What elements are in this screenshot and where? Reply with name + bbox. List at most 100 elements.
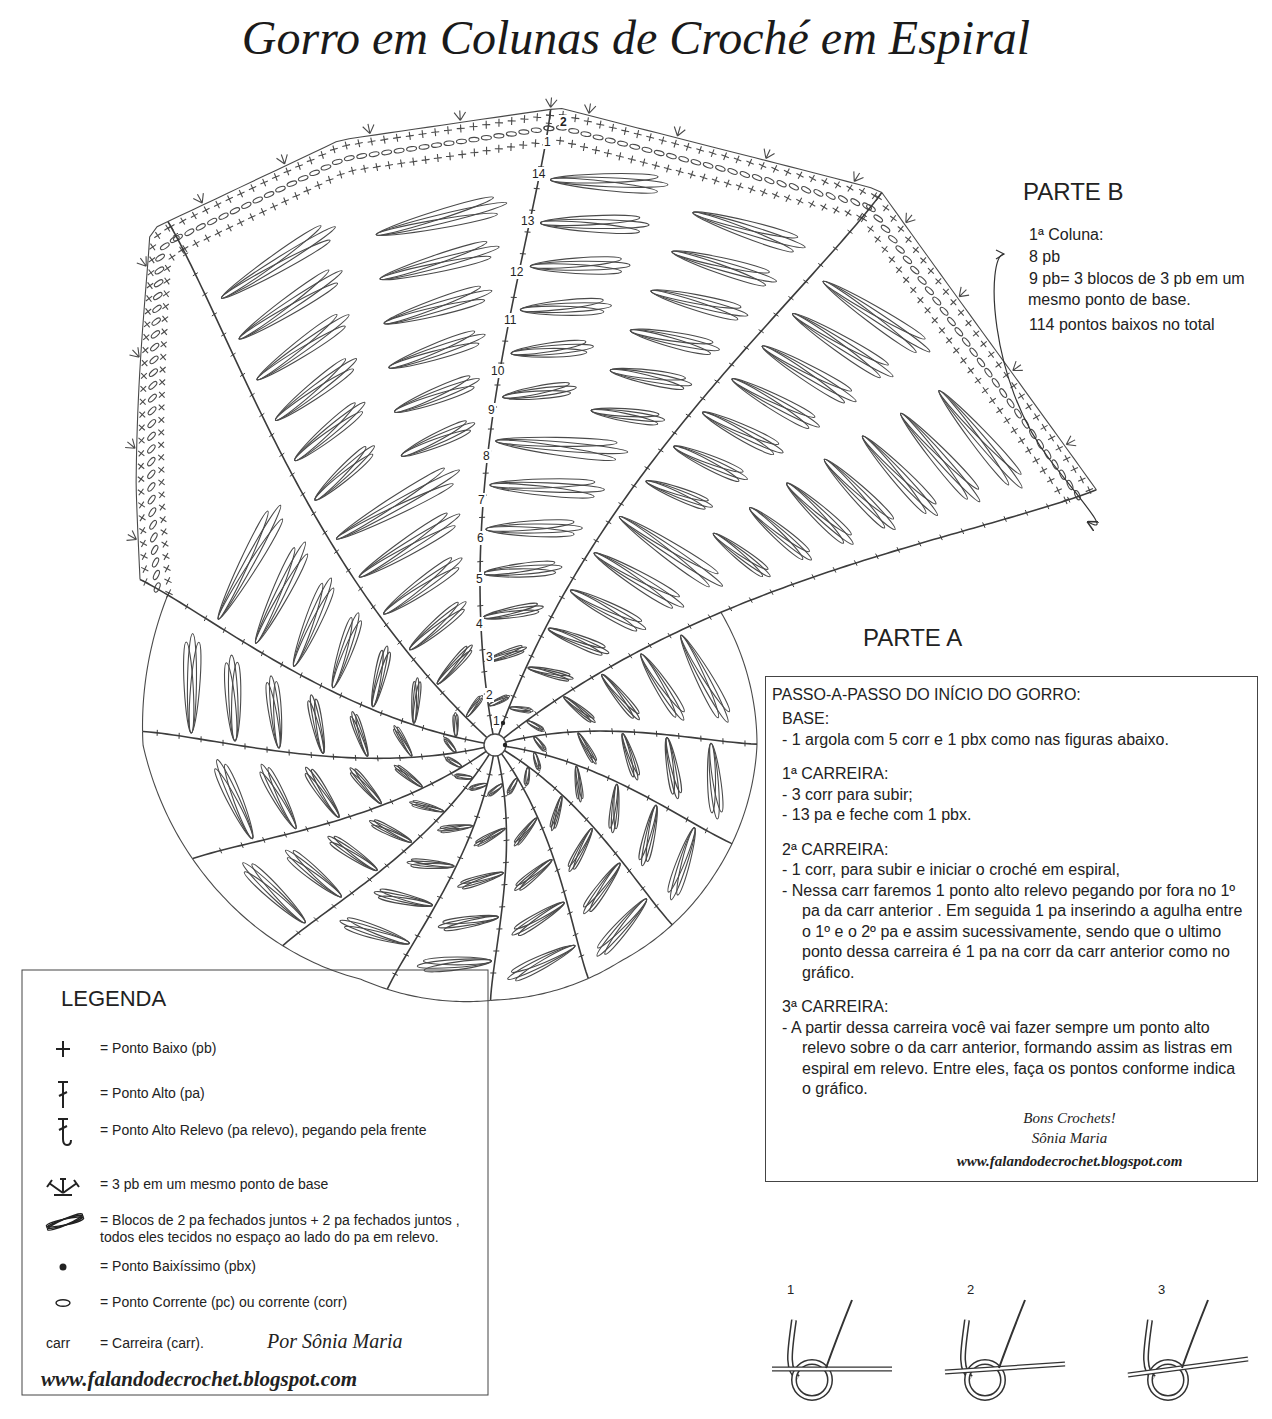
- stitch-block: [412, 682, 423, 724]
- single-crochet: [951, 299, 957, 305]
- stitch-block: [368, 819, 412, 845]
- single-crochet: [318, 151, 326, 159]
- single-crochet: [596, 121, 604, 129]
- stitch-block: [495, 437, 616, 464]
- single-crochet: [149, 257, 156, 264]
- stitch-block: [383, 282, 483, 327]
- single-crochet: [237, 190, 244, 197]
- stitch-block: [599, 673, 641, 722]
- single-crochet: [721, 153, 728, 160]
- single-crochet: [214, 201, 221, 208]
- single-crochet: [746, 159, 753, 166]
- symbol-shape: [56, 1300, 70, 1306]
- stitch-block: [532, 752, 539, 769]
- stitch-block: [503, 389, 571, 401]
- stitch-block: [530, 262, 622, 276]
- stitch-block: [581, 861, 622, 915]
- single-crochet: [260, 179, 267, 186]
- stitch-block: [411, 857, 454, 868]
- stitch-block: [707, 743, 721, 819]
- chain-stitch: [788, 182, 799, 191]
- chain-stitch: [910, 265, 920, 275]
- chain-stitch: [850, 198, 861, 207]
- single-crochet: [159, 405, 165, 411]
- single-crochet: [469, 123, 477, 131]
- chain-stitch: [229, 207, 240, 215]
- instruction-heading: 1ª CARREIRA:: [782, 764, 1247, 784]
- single-crochet: [161, 528, 168, 535]
- stitch-block: [566, 827, 594, 867]
- edge-line: [721, 612, 757, 744]
- stitch-block: [475, 827, 506, 844]
- single-crochet: [700, 174, 708, 182]
- legend-entry: = Ponto Alto Relevo (pa relevo), pegando…: [40, 1122, 480, 1139]
- title-slot: Gorro em Colunas de Croché em Espiral: [0, 10, 1272, 65]
- label-slot: PARTE A: [862, 622, 963, 653]
- symbol-shape: [58, 1119, 71, 1145]
- stitch-block: [446, 756, 462, 768]
- single-crochet: [1040, 467, 1047, 474]
- stitch-block: [650, 287, 740, 324]
- single-crochet: [380, 136, 388, 144]
- single-crochet: [736, 183, 743, 190]
- single-crochet: [307, 157, 315, 165]
- stitch-block: [373, 818, 413, 844]
- symbol-shape: [56, 1300, 70, 1306]
- ring-figure: [1128, 1300, 1248, 1398]
- symbol-shape: [63, 1139, 71, 1145]
- label-slot: 11: [503, 310, 517, 329]
- legend-entry: = 3 pb em um mesmo ponto de base: [40, 1176, 480, 1193]
- stitch-block: [292, 400, 359, 464]
- symbol-shape: [58, 1082, 68, 1108]
- stitch-block: [483, 601, 539, 621]
- stitch-block: [567, 827, 594, 872]
- stitch-block: [581, 861, 622, 909]
- callout-number: 1: [543, 135, 552, 149]
- callout-number: 8: [482, 449, 491, 463]
- callout-number: 9: [487, 403, 496, 417]
- stitch-block: [379, 242, 500, 283]
- stitch-block: [592, 549, 686, 610]
- single-crochet: [458, 150, 466, 158]
- single-crochet: [163, 291, 169, 297]
- chain-stitch: [752, 173, 763, 181]
- chain-stitch: [1043, 449, 1052, 460]
- stitch-block: [486, 523, 583, 533]
- single-crochet: [531, 139, 539, 147]
- single-crochet: [161, 341, 167, 347]
- instruction-heading: BASE:: [782, 709, 1247, 729]
- label-slot: 13: [520, 211, 535, 230]
- stitch-block: [443, 914, 499, 933]
- three-sc-fan: [1013, 361, 1023, 370]
- single-crochet: [202, 207, 209, 214]
- ring-figure: [772, 1300, 892, 1398]
- stitch-block: [412, 799, 444, 813]
- legend-frame: [22, 970, 488, 1395]
- stitch-block: [821, 456, 888, 530]
- stitch-block: [550, 175, 658, 196]
- chain-stitch: [1051, 459, 1059, 470]
- stitch-block: [513, 900, 566, 932]
- stitch-block: [664, 737, 681, 799]
- single-crochet: [676, 168, 684, 176]
- stitch-block: [454, 713, 458, 737]
- single-crochet: [796, 198, 803, 205]
- three-sc-fan: [906, 213, 916, 223]
- stitch-block: [387, 327, 476, 371]
- signature: Sônia Maria: [892, 1129, 1247, 1148]
- stitch-block: [240, 860, 309, 926]
- stitch-block: [387, 331, 486, 372]
- legend-entry: = Ponto Corrente (pc) ou corrente (corr): [40, 1294, 480, 1311]
- instruction-step: - 1 argola com 5 corr e 1 pbx como nas f…: [782, 730, 1247, 750]
- stitch-block: [707, 743, 716, 813]
- stitch-block: [383, 296, 485, 328]
- single-crochet: [898, 226, 904, 232]
- three-sc-fan: [277, 154, 288, 164]
- legend-text: = Blocos de 2 pa fechados juntos + 2 pa …: [100, 1212, 475, 1246]
- single-crochet: [457, 124, 465, 132]
- single-crochet: [953, 347, 959, 353]
- chain-stitch: [154, 266, 165, 275]
- instruction-step: - 13 pa e feche com 1 pbx.: [782, 805, 1247, 825]
- single-crochet: [215, 229, 222, 236]
- stitch-block: [312, 444, 369, 503]
